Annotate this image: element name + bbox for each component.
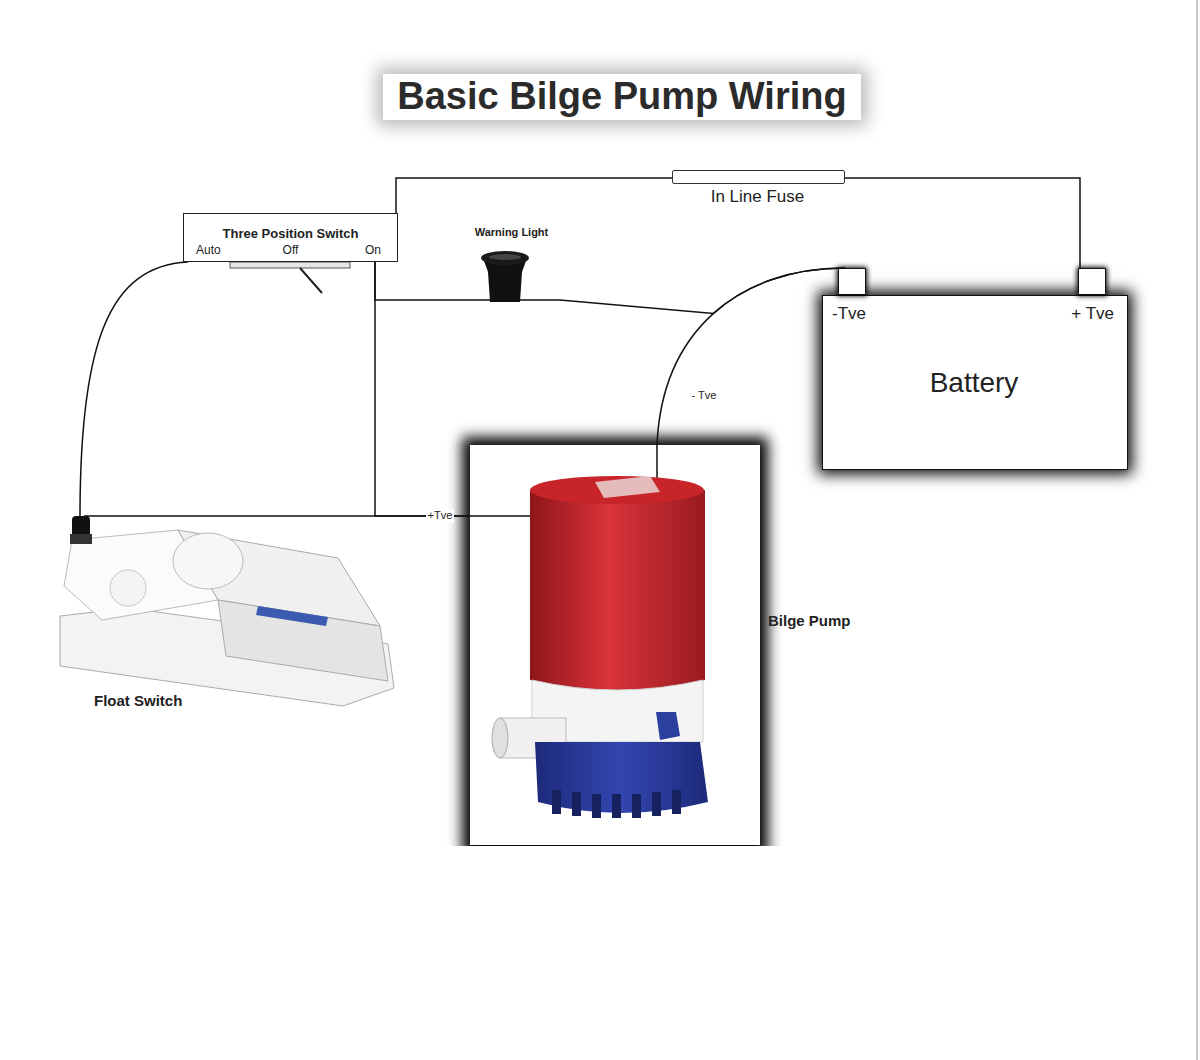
float-switch-label: Float Switch [92, 692, 184, 710]
switch-slider [300, 268, 322, 293]
float-switch: Float Switch [58, 516, 398, 716]
bilge-pump-picture [470, 515, 540, 517]
switch-position: On [365, 243, 381, 257]
terminal-label: -Tve [832, 304, 866, 324]
switch-slider [230, 262, 350, 268]
image-border [1196, 0, 1198, 1060]
terminal-label: + Tve [1071, 304, 1114, 324]
bilge-pump-picture [592, 794, 601, 818]
wire-label: +Tve [426, 509, 455, 522]
warning-lamp [481, 251, 529, 265]
switch-position: Off [283, 243, 299, 257]
wire [375, 262, 465, 300]
wire [657, 268, 845, 445]
float-switch-picture [256, 606, 328, 626]
fuse-body [672, 170, 845, 184]
float-switch-picture [218, 600, 388, 681]
bilge-pump-picture [462, 437, 768, 846]
positive-terminal [1078, 268, 1106, 295]
float-switch-picture [70, 534, 92, 544]
switch-position: Auto [196, 243, 221, 257]
wire [845, 178, 1080, 268]
wire [396, 178, 672, 213]
float-switch-picture [60, 516, 394, 706]
diagram-title: Basic Bilge Pump Wiring [383, 74, 860, 120]
warning-light: Warning Light [465, 226, 560, 306]
float-switch-picture [173, 533, 243, 589]
wire [560, 268, 845, 313]
bilge-pump-picture [552, 790, 561, 814]
battery-label: Battery [930, 366, 1019, 400]
fuse-label: In Line Fuse [711, 187, 805, 207]
bilge-pump-picture [470, 445, 760, 845]
bilge-pump-picture [530, 490, 705, 690]
wire-label: - Tve [690, 389, 719, 402]
bilge-pump-picture [462, 437, 768, 857]
pump-label: Bilge Pump [768, 612, 851, 630]
switch-title: Three Position Switch [223, 226, 359, 242]
float-switch-picture [110, 570, 146, 606]
bilge-pump-picture [535, 742, 708, 813]
inline-fuse: In Line Fuse [672, 168, 845, 212]
bilge-pump-picture [595, 476, 660, 498]
bilge-pump-picture [672, 790, 681, 814]
bilge-pump-picture [462, 437, 768, 846]
warning-lamp [489, 254, 521, 260]
warning-lamp [465, 251, 560, 302]
wire [375, 262, 470, 516]
bilge-pump-picture [656, 712, 680, 740]
bilge-pump: Bilge Pump [470, 445, 870, 845]
wire [80, 262, 188, 516]
bilge-pump-picture [492, 718, 508, 758]
negative-terminal [838, 268, 866, 295]
bilge-pump-picture [632, 794, 641, 818]
bilge-pump-picture [612, 794, 621, 818]
wire [84, 515, 470, 517]
battery: -Tve + TveBattery [822, 268, 1128, 470]
switch-slider [230, 262, 350, 293]
bilge-pump-picture [652, 792, 661, 816]
bilge-pump-picture [572, 792, 581, 816]
three-position-switch: Three Position SwitchAuto Off On [183, 213, 398, 262]
warning-light-label: Warning Light [475, 226, 549, 239]
bilge-pump-picture [530, 476, 704, 504]
